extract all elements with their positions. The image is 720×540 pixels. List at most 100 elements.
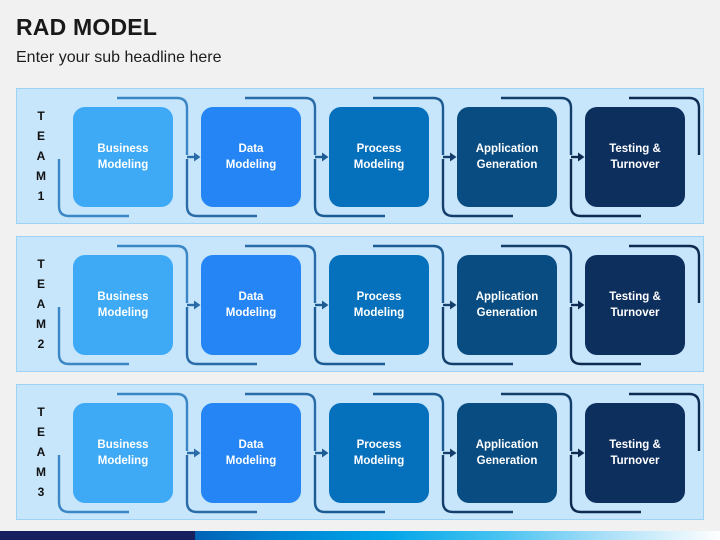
connector-bottom-hook: [441, 159, 513, 218]
connector-arrow-head: [450, 448, 457, 458]
connector-arrow-head: [578, 448, 585, 458]
stage-card-text-line2: Modeling: [225, 455, 277, 467]
stage-card-text-line2: Generation: [476, 307, 538, 319]
team-label-letter: A: [36, 297, 46, 311]
connector-arrow-head: [194, 448, 201, 458]
connector-top-hook: [245, 244, 317, 303]
stage-card-text-line2: Modeling: [97, 159, 149, 171]
connector-arrow-head: [450, 300, 457, 310]
stage-card-text-line2: Generation: [476, 455, 538, 467]
stage-card-text-line1: Application: [475, 143, 539, 155]
connector-bottom-hook: [569, 455, 641, 514]
connector-bottom-hook: [57, 159, 129, 218]
stage-card-text-line2: Turnover: [610, 159, 660, 171]
stage-card-text-line2: Turnover: [610, 307, 660, 319]
team-label-letter: 2: [37, 337, 45, 351]
stage-card-text-line1: Application: [475, 291, 539, 303]
team-label-letter: 1: [37, 189, 45, 203]
stage-card-text-line2: Modeling: [225, 159, 277, 171]
connector-top-hook: [245, 392, 317, 451]
connector-arrow-head: [194, 152, 201, 162]
stage-card[interactable]: Testing &Turnover: [585, 107, 685, 207]
connector-top-hook: [501, 244, 573, 303]
team-label-letter: M: [36, 465, 46, 479]
connector-bottom-hook: [185, 159, 257, 218]
footer-accent-dark-segment: [0, 531, 195, 540]
stage-card-text-line1: Testing &: [609, 439, 661, 451]
stage-group: Testing &Turnover: [569, 385, 711, 521]
stage-card-text-line1: Data: [238, 143, 264, 155]
team-label-letter: E: [36, 277, 45, 291]
stage-card-text-line2: Generation: [476, 159, 538, 171]
connector-arrow-head: [322, 448, 329, 458]
stage-card[interactable]: Testing &Turnover: [585, 403, 685, 503]
stage-card-text-line1: Process: [356, 143, 402, 155]
connector-top-hook: [117, 96, 189, 155]
stage-card-text-line1: Business: [97, 291, 149, 303]
connector-top-hook: [373, 96, 445, 155]
stage-card[interactable]: Testing & Turnover: [585, 255, 685, 355]
connector-top-hook: [629, 392, 701, 451]
footer-accent-gradient-segment: [195, 531, 720, 540]
stage-card-text-line2: Modeling: [225, 307, 277, 319]
connector-arrow-head: [578, 152, 585, 162]
team-label-letter: M: [36, 169, 46, 183]
connector-bottom-hook: [313, 307, 385, 366]
connector-arrow-head: [450, 152, 457, 162]
connector-arrow-head: [322, 152, 329, 162]
team-label-letter: T: [37, 109, 45, 123]
stage-card-text-line1: Business: [97, 439, 149, 451]
stage-connector: [313, 96, 445, 218]
stage-card-text-line2: Modeling: [97, 455, 149, 467]
stage-card-text-line1: Process: [356, 439, 402, 451]
stage-card-text-line1: Testing &: [609, 291, 661, 303]
connector-bottom-hook: [313, 159, 385, 218]
team-label-letter: T: [37, 405, 45, 419]
connector-top-hook: [501, 96, 573, 155]
page-title: RAD MODEL: [16, 14, 158, 40]
connector-bottom-hook: [185, 307, 257, 366]
connector-top-hook: [629, 96, 701, 155]
connector-bottom-hook: [569, 159, 641, 218]
team-label-letter: T: [37, 257, 45, 271]
stage-connector: [441, 392, 573, 514]
connector-bottom-hook: [57, 307, 129, 366]
stage-card-text-line2: Modeling: [97, 307, 149, 319]
stage-connector: [441, 96, 573, 218]
stage-card-text-line1: Process: [356, 291, 402, 303]
connector-bottom-hook: [313, 455, 385, 514]
connector-bottom-hook: [185, 455, 257, 514]
team-label-letter: A: [36, 149, 46, 163]
page-subtitle: Enter your sub headline here: [16, 49, 222, 66]
stage-card-text: Testing & Turnover: [609, 289, 661, 321]
connector-bottom-hook: [57, 455, 129, 514]
connector-bottom-hook: [569, 307, 641, 366]
